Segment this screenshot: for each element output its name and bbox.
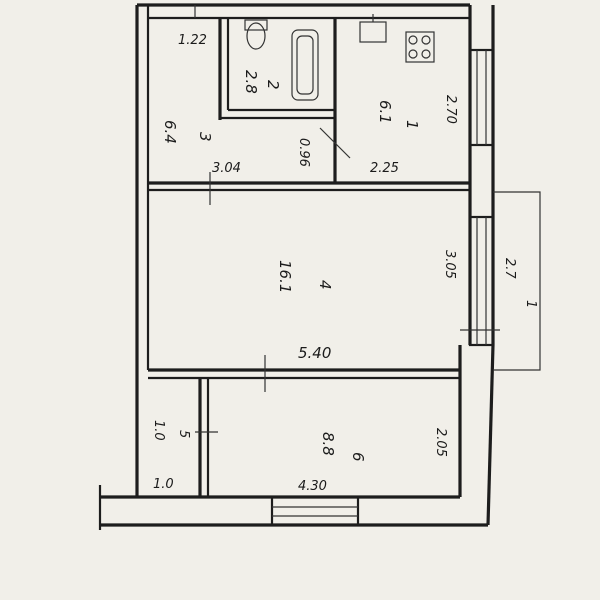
dim-kitchen-width: 2.25 bbox=[370, 161, 399, 176]
dim-bedroom-width: 4.30 bbox=[298, 479, 327, 494]
corridor-area: 6.4 bbox=[161, 120, 179, 144]
dim-closet-width: 1.0 bbox=[153, 477, 174, 492]
kitchen-area: 6.1 bbox=[376, 100, 394, 124]
bottom-window bbox=[270, 495, 360, 527]
right-windows bbox=[468, 48, 495, 347]
balcony-number: 1 bbox=[523, 300, 538, 308]
kitchen-fixtures bbox=[359, 14, 435, 63]
bedroom-number: 6 bbox=[349, 452, 367, 462]
door-marks bbox=[195, 127, 500, 433]
bedroom-area: 8.8 bbox=[319, 432, 337, 456]
living-area: 16.1 bbox=[276, 260, 294, 293]
living-number: 4 bbox=[316, 280, 334, 290]
kitchen-number: 1 bbox=[403, 120, 421, 130]
balcony bbox=[493, 191, 541, 371]
corridor-number: 3 bbox=[196, 132, 214, 142]
dim-living-height: 3.05 bbox=[442, 250, 457, 279]
bathroom-number: 2 bbox=[264, 80, 282, 90]
bathroom-area: 2.8 bbox=[242, 70, 260, 94]
dim-bedroom-height: 2.05 bbox=[433, 428, 448, 457]
dim-top-small: 1.22 bbox=[178, 33, 207, 48]
closet-number: 5 bbox=[176, 430, 191, 438]
balcony-area: 2.7 bbox=[502, 258, 517, 279]
dim-living-width: 5.40 bbox=[298, 344, 331, 362]
bathroom-fixtures bbox=[194, 5, 319, 101]
dim-kitchen-depth: 2.70 bbox=[443, 95, 458, 124]
dim-bath-width: 0.96 bbox=[296, 138, 311, 167]
dim-corridor-width: 3.04 bbox=[212, 161, 241, 176]
interior-walls bbox=[148, 18, 470, 497]
closet-area: 1.0 bbox=[151, 420, 166, 441]
